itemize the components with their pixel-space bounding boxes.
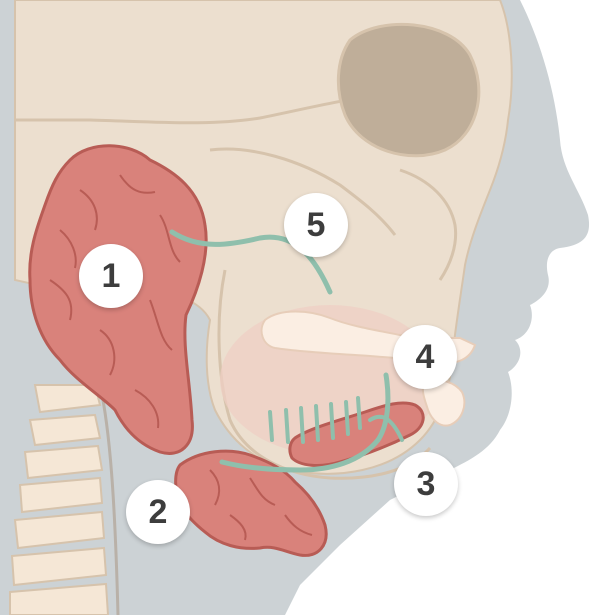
- marker-4: 4: [393, 325, 457, 389]
- eye-orbit: [338, 24, 478, 155]
- marker-3: 3: [394, 452, 458, 516]
- marker-1: 1: [79, 244, 143, 308]
- marker-2: 2: [126, 480, 190, 544]
- marker-5: 5: [284, 193, 348, 257]
